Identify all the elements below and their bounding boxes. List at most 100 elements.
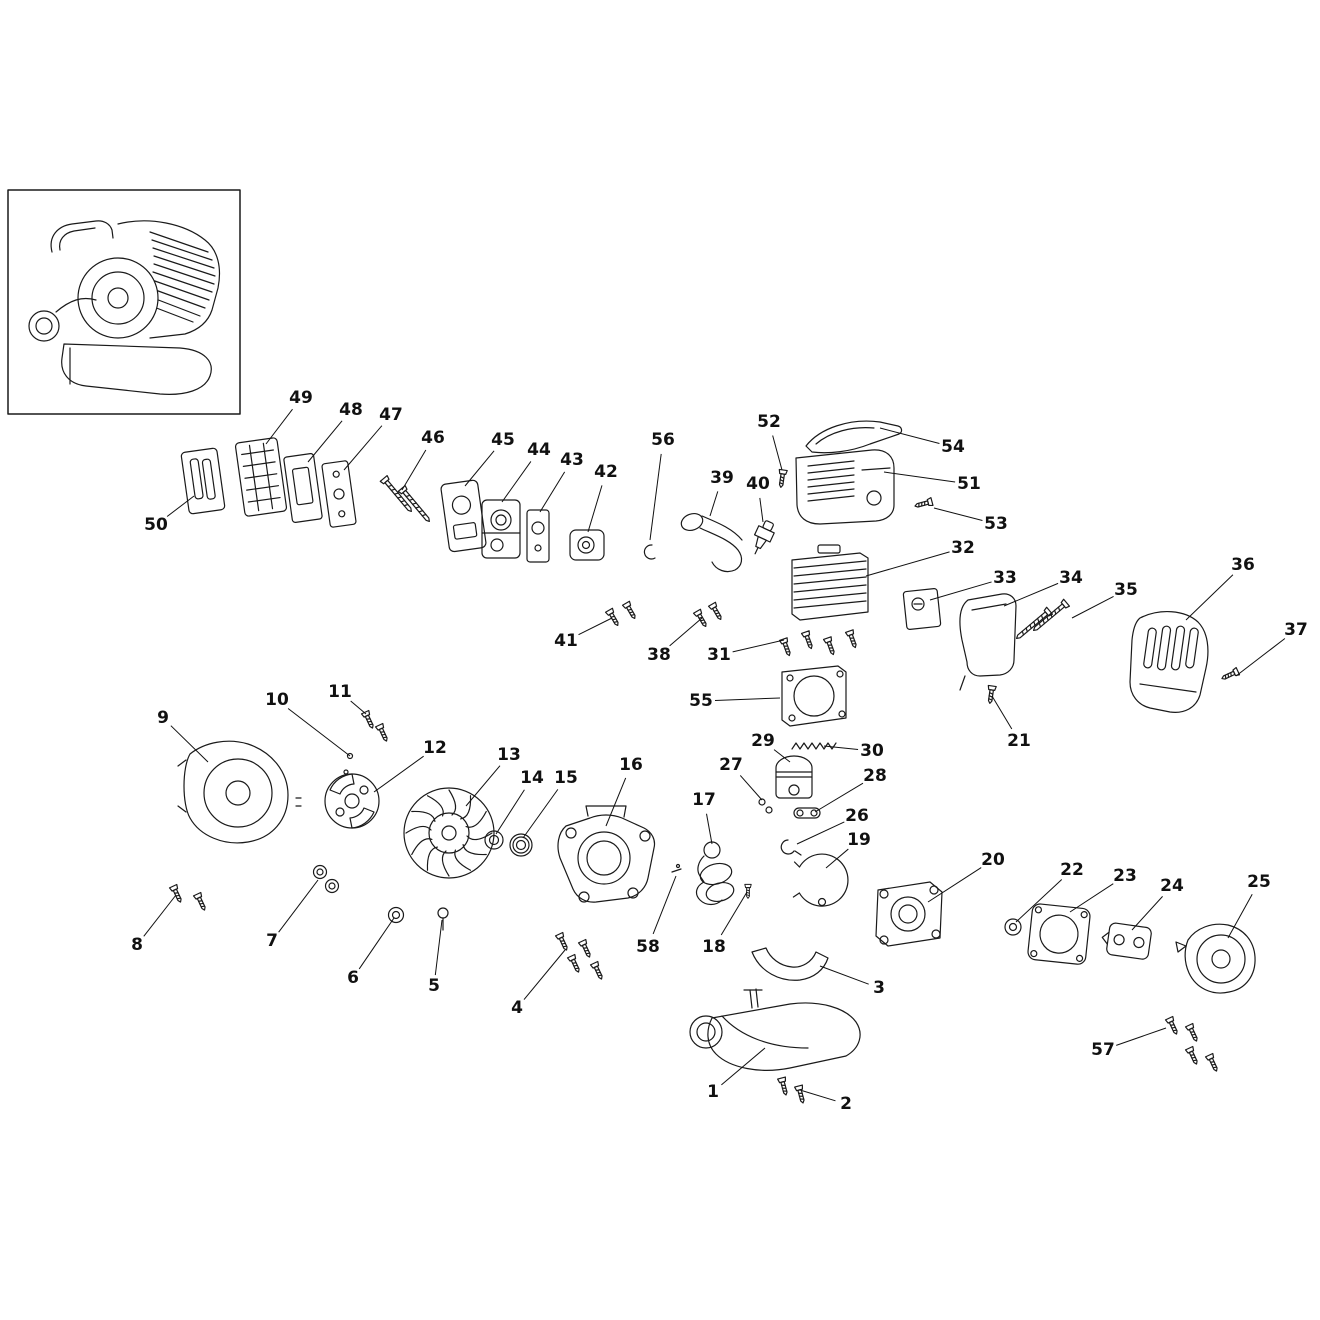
part-31-screw-c [822, 636, 838, 657]
part-2-screw-a [777, 1076, 791, 1097]
leader-line-35 [1071, 596, 1114, 619]
part-number-39: 39 [710, 468, 734, 488]
part-36-muffler-cover [1129, 611, 1209, 713]
part-number-32: 32 [951, 538, 975, 558]
leader-line-14 [495, 789, 525, 835]
leader-line-5 [434, 919, 443, 976]
part-number-25: 25 [1247, 872, 1271, 892]
part-4-screw-c [566, 953, 583, 975]
part-number-30: 30 [860, 741, 884, 761]
leader-line-41 [578, 617, 613, 636]
leader-line-25 [1227, 894, 1253, 939]
part-number-10: 10 [265, 690, 289, 710]
part-number-58: 58 [636, 937, 660, 957]
part-number-48: 48 [339, 400, 363, 420]
part-number-51: 51 [957, 474, 981, 494]
part-18-screw [744, 883, 752, 899]
leader-line-16 [605, 777, 627, 827]
part-number-26: 26 [845, 806, 869, 826]
part-number-50: 50 [144, 515, 168, 535]
part-22-washer [1004, 918, 1022, 936]
parts-layer [168, 420, 1256, 1105]
leader-line-22 [1015, 879, 1063, 923]
part-number-53: 53 [984, 514, 1008, 534]
part-number-18: 18 [702, 937, 726, 957]
part-40-spark-plug [753, 520, 775, 555]
part-41-screw-a [604, 607, 622, 629]
leader-line-31 [732, 639, 785, 653]
part-4-screw-a [554, 931, 571, 953]
leader-line-47 [343, 425, 383, 471]
leader-line-40 [759, 497, 764, 523]
part-38-screw-b [707, 601, 725, 623]
part-30-spring [791, 742, 837, 750]
part-number-57: 57 [1091, 1040, 1115, 1060]
leader-line-37 [1235, 638, 1286, 677]
leader-line-39 [709, 491, 719, 517]
leader-line-27 [739, 775, 763, 801]
part-41-screw-b [621, 600, 639, 622]
leader-line-17 [706, 813, 713, 845]
part-number-13: 13 [497, 745, 521, 765]
leader-line-48 [307, 420, 343, 463]
part-16-crankcase [557, 805, 656, 903]
part-number-12: 12 [423, 738, 447, 758]
leader-line-34 [1003, 582, 1059, 607]
part-number-17: 17 [692, 790, 716, 810]
part-28-piston-pin [793, 807, 821, 819]
part-31-screw-b [800, 630, 816, 651]
leader-line-12 [373, 755, 424, 793]
part-7-washer-b [324, 878, 340, 894]
leader-line-11 [350, 700, 367, 715]
part-58-key [671, 863, 682, 873]
leader-line-55 [714, 697, 781, 701]
part-number-47: 47 [379, 405, 403, 425]
leader-line-54 [879, 427, 940, 444]
part-52-screw [776, 468, 788, 489]
leader-line-51 [883, 471, 956, 483]
part-number-4: 4 [511, 998, 523, 1018]
part-13-flywheel [403, 787, 495, 879]
part-1-exhaust-muffler [689, 988, 861, 1071]
part-24-ignition-coil [1101, 922, 1152, 960]
part-number-14: 14 [520, 768, 544, 788]
part-number-20: 20 [981, 850, 1005, 870]
part-number-5: 5 [428, 976, 440, 996]
leader-line-4 [523, 949, 566, 1000]
leader-line-6 [358, 917, 395, 970]
part-14-washer [484, 830, 504, 850]
part-53-screw [913, 497, 934, 511]
part-57-screw-d [1204, 1052, 1221, 1074]
part-number-19: 19 [847, 830, 871, 850]
leader-line-18 [720, 891, 748, 936]
part-8-screw-b [192, 891, 209, 913]
part-35-bolt-a [1013, 606, 1054, 643]
part-number-46: 46 [421, 428, 445, 448]
part-43-carb-gasket [526, 509, 550, 563]
part-number-7: 7 [266, 931, 278, 951]
part-number-1: 1 [707, 1082, 719, 1102]
part-45-insulator [440, 479, 487, 553]
part-11-screw-a [360, 709, 377, 731]
part-number-34: 34 [1059, 568, 1083, 588]
part-57-screw-c [1184, 1045, 1201, 1067]
leader-line-3 [819, 965, 869, 985]
part-number-22: 22 [1060, 860, 1084, 880]
part-42-primer [569, 529, 605, 561]
leader-line-58 [652, 875, 677, 935]
part-number-29: 29 [751, 731, 775, 751]
part-number-54: 54 [941, 437, 965, 457]
part-56-clip [643, 544, 656, 560]
leader-line-38 [669, 617, 703, 647]
part-44-carburetor [481, 499, 521, 559]
part-number-9: 9 [157, 708, 169, 728]
leader-line-30 [823, 745, 859, 751]
part-19-clamp [792, 853, 849, 907]
part-number-23: 23 [1113, 866, 1137, 886]
part-26-clip [780, 839, 802, 856]
part-57-screw-b [1184, 1022, 1201, 1044]
part-number-8: 8 [131, 935, 143, 955]
part-29-piston [775, 755, 813, 799]
